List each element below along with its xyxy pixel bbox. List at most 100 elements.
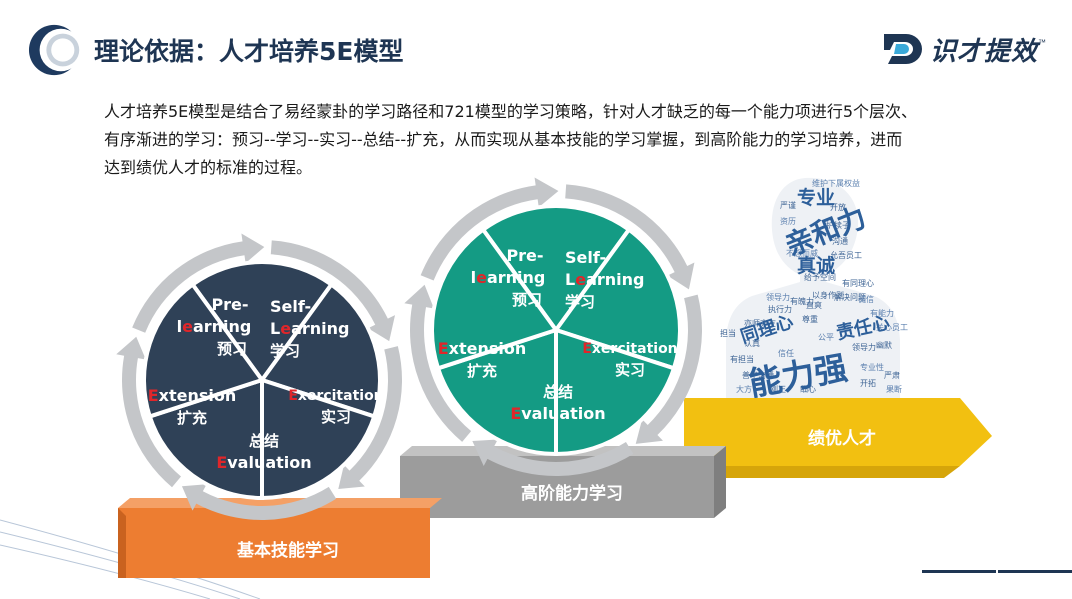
cloud-small-word: 专业性 [860, 362, 884, 372]
ring-arrow [565, 184, 695, 290]
wheel-advanced [404, 177, 702, 476]
cloud-small-word: 开拓 [860, 378, 876, 388]
ring-arrow [116, 336, 182, 488]
w1-prelearning-line1: Pre- [211, 295, 248, 314]
cloud-small-word: 开放 [830, 202, 846, 212]
segment-upper-right [258, 281, 382, 419]
cloud-small-word: 不怒而威 [786, 248, 818, 258]
w1-prelearning-line2: learning [177, 317, 252, 336]
w1-evaluation-en: Evaluation [216, 453, 311, 472]
segment-top [480, 204, 632, 334]
segment-top [189, 260, 335, 384]
step-excellent-talent: 绩优人才 [684, 398, 992, 478]
cloud-small-word: 护犊子 [826, 220, 850, 230]
w1-evaluation-cn: 总结 [249, 432, 279, 450]
cloud-small-word: 维护下属权益 [812, 178, 860, 188]
ring-arrow [420, 177, 559, 281]
cloud-small-word: 允吾员工 [830, 250, 862, 260]
cloud-word-zhuanye: 专业 [797, 186, 835, 209]
segment-upper-right [552, 226, 682, 371]
title-logo-icon [28, 24, 83, 76]
ring-arrow [472, 439, 634, 476]
w2-selflearning-cn: 学习 [565, 293, 595, 311]
brand-trademark: ™ [1038, 37, 1046, 47]
footer-accent-line-2 [998, 570, 1072, 573]
cloud-small-word: 信任 [778, 348, 794, 358]
segment-upper-left [430, 226, 560, 371]
w2-exercitation-cn: 实习 [615, 361, 645, 379]
w2-extension-en: Extension [438, 339, 527, 358]
cloud-small-word: 有担当 [730, 354, 754, 364]
w2-exercitation-en: Exercitation [582, 341, 677, 357]
cloud-small-word: 领导力 [852, 342, 876, 352]
wheel-advanced-labels: Pre- learning 预习 Self- Learning 学习 Exerc… [438, 246, 678, 423]
cloud-small-word: 有魄力 [790, 296, 814, 306]
cloud-small-word: 有能力 [870, 308, 894, 318]
brand-mark-icon [883, 34, 922, 64]
w1-selflearning-line2: Learning [270, 319, 349, 338]
w1-selflearning-cn: 学习 [270, 342, 300, 360]
cloud-small-word: 亦师亦友 [744, 318, 776, 328]
wheel-basic-labels: Pre- learning 预习 Self- Learning 学习 Exerc… [148, 295, 384, 472]
cloud-small-word: 以身作则 [812, 290, 844, 300]
cloud-small-word: 严肃 [884, 370, 900, 380]
cloud-small-word: 严谨 [780, 200, 796, 210]
intro-paragraph: 人才培养5E模型是结合了易经蒙卦的学习路径和721模型的学习策略，针对人才缺乏的… [104, 98, 1014, 182]
segment-lower-right [554, 327, 677, 457]
cloud-small-word: 担当 [720, 328, 736, 338]
word-cloud-small-words: 维护下属权益严谨开放资历护犊子沟通不怒而威允吾员工给予空间领导力有魄力解决问题诚… [720, 178, 908, 394]
cloud-word-zhencheng: 真诚 [797, 254, 835, 277]
cloud-small-word: 执行力 [768, 304, 792, 314]
ring-arrow [181, 484, 337, 520]
cloud-small-word: 有同理心 [842, 278, 874, 288]
step-excellent-label: 绩优人才 [808, 428, 876, 449]
step-advanced-ability: 高阶能力学习 [400, 446, 726, 518]
cloud-small-word: 刚正 [770, 385, 786, 394]
brand-name: 识才提效 [929, 36, 1038, 67]
w2-prelearning-line2: learning [471, 268, 546, 287]
intro-line-1: 人才培养5E模型是结合了易经蒙卦的学习路径和721模型的学习策略，针对人才缺乏的… [104, 102, 918, 121]
step-basic-label: 基本技能学习 [236, 540, 339, 561]
footer-accent-line-1 [922, 570, 996, 573]
w2-prelearning-line1: Pre- [506, 246, 543, 265]
w1-extension-en: Extension [148, 386, 237, 405]
cloud-small-word: 尊重 [802, 314, 818, 324]
ring-arrow [270, 240, 396, 342]
ring-arrow [132, 233, 265, 333]
segment-lower-left [435, 327, 558, 457]
step-advanced-label: 高阶能力学习 [521, 483, 623, 504]
cloud-small-word: 细心 [800, 384, 816, 394]
header: 理论依据：人才培养5E模型 [28, 22, 403, 78]
intro-line-2: 有序渐进的学习：预习--学习--实习--总结--扩充，从而实现从基本技能的学习掌… [104, 130, 903, 149]
w2-evaluation-cn: 总结 [543, 383, 573, 401]
w1-exercitation-en: Exercitation [288, 388, 383, 404]
cloud-small-word: 直爽 [806, 300, 822, 310]
cloud-small-word: 关心员工 [876, 322, 908, 332]
page-title: 理论依据：人才培养5E模型 [94, 37, 404, 66]
ring-arrow [338, 346, 403, 489]
w1-prelearning-cn: 预习 [217, 340, 247, 358]
w1-extension-cn: 扩充 [177, 409, 207, 427]
cloud-small-word: 公平 [818, 333, 834, 342]
w2-evaluation-en: Evaluation [510, 404, 605, 423]
cloud-small-word: 大方 [736, 384, 752, 394]
cloud-small-word: 给予空间 [804, 272, 836, 282]
cloud-small-word: 善于沟通 [742, 370, 774, 380]
cloud-small-word: 幽默 [876, 340, 892, 350]
cloud-small-word: 领导力 [766, 292, 790, 302]
w2-prelearning-cn: 预习 [512, 291, 542, 309]
cloud-small-word: 认真 [744, 338, 760, 348]
cloud-small-word: 沟通 [832, 236, 848, 246]
intro-line-3: 达到绩优人才的标准的过程。 [104, 158, 313, 177]
footer-accent-lines [922, 570, 1072, 573]
cloud-small-word: 资历 [780, 216, 796, 226]
brand-logo: 识才提效 ™ [882, 30, 1046, 68]
wheel-basic [116, 233, 403, 520]
w2-selflearning-line2: Learning [565, 270, 644, 289]
step-basic-skill: 基本技能学习 [118, 498, 442, 578]
ring-arrow [404, 284, 472, 442]
segment-upper-left [142, 281, 266, 419]
w1-selflearning-line1: Self- [270, 297, 311, 316]
w2-selflearning-line1: Self- [565, 248, 606, 267]
